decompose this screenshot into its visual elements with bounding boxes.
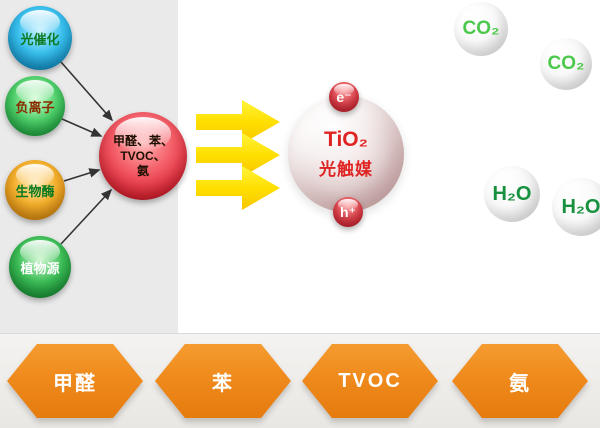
factor-sphere-bio-enzyme: 生物酶 — [5, 160, 65, 220]
h2o-bubble-1: H₂O — [484, 166, 540, 222]
h2o-label: H₂O — [492, 182, 532, 205]
factor-sphere-plant-source: 植物源 — [9, 236, 71, 298]
hexagon-label: 苯 — [212, 372, 234, 395]
co2-label: CO₂ — [547, 53, 585, 74]
factor-label: 生物酶 — [15, 183, 55, 199]
pollutants-line: TVOC、 — [120, 148, 166, 163]
hexagon-benzene: 苯 — [155, 344, 291, 418]
hexagon-label: 甲醛 — [53, 372, 97, 395]
h2o-bubble-2: H₂O — [552, 178, 600, 236]
factor-label: 光催化 — [20, 31, 60, 47]
hexagon-label: TVOC — [338, 369, 402, 392]
yellow-arrows-icon — [196, 100, 280, 210]
pollutants-bottom-band: 甲醛 苯 TVOC 氨 — [0, 333, 600, 428]
electron-sphere: e⁻ — [329, 82, 359, 112]
hole-sphere: h⁺ — [333, 197, 363, 227]
catalyst-name: 光触媒 — [319, 160, 373, 179]
pollutants-line: 氨 — [136, 163, 149, 178]
factor-label: 负离子 — [15, 99, 55, 115]
pollutants-sphere: 甲醛、苯、 TVOC、 氨 — [99, 112, 187, 200]
pollutants-line: 甲醛、苯、 — [112, 133, 173, 148]
co2-label: CO₂ — [462, 18, 500, 39]
co2-bubble-2: CO₂ — [540, 38, 592, 90]
co2-bubble-1: CO₂ — [454, 2, 508, 56]
factor-label: 植物源 — [20, 260, 60, 276]
hole-label: h⁺ — [340, 203, 356, 220]
hexagon-tvoc: TVOC — [302, 344, 438, 418]
factor-sphere-negative-ion: 负离子 — [5, 76, 65, 136]
hexagon-ammonia: 氨 — [452, 344, 588, 418]
tio2-formula: TiO₂ — [324, 128, 368, 151]
hexagon-formaldehyde: 甲醛 — [7, 344, 143, 418]
factor-sphere-photocatalysis: 光催化 — [8, 6, 72, 70]
hexagon-label: 氨 — [509, 372, 531, 395]
electron-label: e⁻ — [336, 88, 352, 105]
tio2-catalyst-bubble: TiO₂ 光触媒 — [288, 96, 404, 212]
h2o-label: H₂O — [561, 195, 600, 218]
